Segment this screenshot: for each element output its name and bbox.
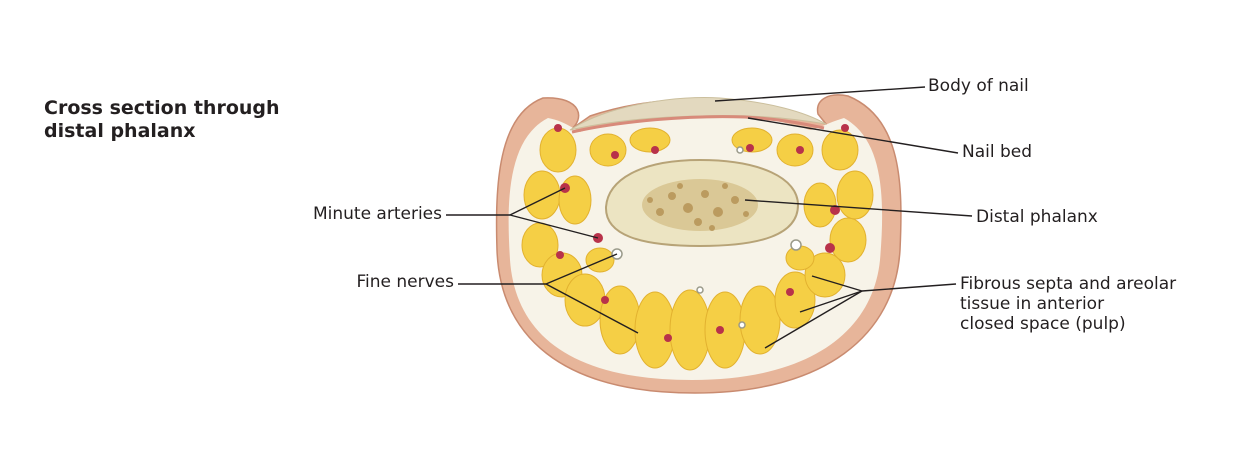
minute-arteries-dots [554,124,849,342]
label-minute-arteries: Minute arteries [312,204,442,224]
label-fine-nerves: Fine nerves [356,272,454,292]
figure-title: Cross section through distal phalanx [44,97,280,143]
fat-lobules [521,127,874,371]
leader-fine-nerves-a [545,253,618,285]
label-nail-bed: Nail bed [962,142,1033,162]
leader-fibrous-septa-a [811,275,863,292]
label-fibrous-septa-line1: Fibrous septa and areolar [960,274,1177,294]
leader-minute-arteries-b [509,214,599,239]
label-body-of-nail: Body of nail [928,76,1029,96]
label-fibrous-septa: Fibrous septa and areolar tissue in ante… [960,274,1176,334]
leader-distal-phalanx [744,199,973,217]
leader-fibrous-septa-b [799,290,863,313]
label-fibrous-septa-line2: tissue in anterior [960,294,1105,314]
leader-nail-bed [747,117,959,154]
figure-title-line1: Cross section through [44,97,280,119]
fine-nerves-dots [611,146,802,329]
leader-fibrous-septa-c [764,290,863,349]
bone-marrow [642,179,758,231]
leader-fibrous-septa-stem [861,283,957,292]
leader-body-of-nail [714,86,926,102]
label-fibrous-septa-line3: closed space (pulp) [960,314,1126,334]
figure-title-line2: distal phalanx [44,120,196,142]
leader-lines [446,86,973,349]
nail-body [569,96,827,131]
leader-fine-nerves-b [545,283,639,334]
leader-minute-arteries-a [509,187,566,216]
nail-bed-layer [571,115,825,134]
label-distal-phalanx: Distal phalanx [976,207,1098,227]
